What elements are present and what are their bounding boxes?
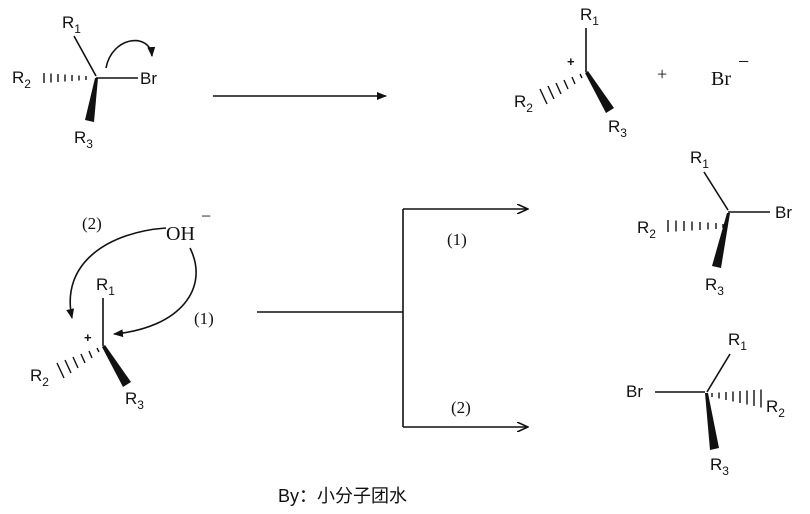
intermediate-r3-label: R3 <box>125 389 144 412</box>
reactant-wedge-bond-r3 <box>85 78 98 122</box>
intermediate-charge: + <box>84 330 92 345</box>
intermediate-r2-label: R2 <box>30 366 49 389</box>
product1-r1-label: R1 <box>690 148 709 171</box>
product-retention: R1 R2 Br R3 <box>637 148 792 298</box>
bromide-ion: Br − <box>711 51 749 90</box>
hydroxide-charge: − <box>201 206 211 226</box>
reactant-bond-r1 <box>73 35 97 77</box>
reactant-r3-label: R3 <box>74 128 93 151</box>
carbocation-intermediate: R1 + R2 R3 <box>30 275 144 412</box>
attack-label-front: (1) <box>194 309 214 328</box>
product2-hashed-bond-r2 <box>711 389 762 408</box>
reactant-hashed-bond-r2 <box>43 73 87 83</box>
reactant-r2-label: R2 <box>12 68 31 91</box>
product1-r3-label: R3 <box>705 275 724 298</box>
nucleophile: OH − <box>166 206 211 245</box>
attack-label-back: (2) <box>82 214 102 233</box>
attack-arrow-front <box>113 247 197 338</box>
product-inversion: R1 Br R2 R3 <box>626 330 785 478</box>
product2-r3-label: R3 <box>710 455 729 478</box>
carbocation-product: R1 + R2 R3 <box>514 5 627 140</box>
product2-bond-r1 <box>706 353 731 393</box>
hydroxide-label: OH <box>166 223 195 245</box>
cation-r2-label: R2 <box>514 92 533 115</box>
reactant-molecule: R1 R2 Br R3 <box>12 13 157 151</box>
electron-push-arrow <box>105 39 156 69</box>
reactant-br-label: Br <box>140 69 157 88</box>
cation-r1-label: R1 <box>580 5 599 28</box>
product2-r2-label: R2 <box>766 397 785 420</box>
product1-r2-label: R2 <box>637 218 656 241</box>
bromide-charge: − <box>738 51 749 73</box>
intermediate-hashed-bond-r2 <box>56 347 100 379</box>
product1-br-label: Br <box>775 203 792 222</box>
intermediate-wedge-bond-r3 <box>102 345 131 387</box>
attack-arrow-back <box>66 227 167 319</box>
path1-label: (1) <box>447 230 467 249</box>
product1-bond-r1 <box>703 171 729 211</box>
product1-wedge-bond-r3 <box>712 213 730 268</box>
plus-sign: + <box>657 64 667 84</box>
reactant-r1-label: R1 <box>62 13 81 36</box>
cation-r3-label: R3 <box>608 117 627 140</box>
product2-r1-label: R1 <box>728 330 747 353</box>
path2-label: (2) <box>451 398 471 417</box>
cation-hashed-bond-r2 <box>539 73 583 105</box>
author-credit: By：小分子团水 <box>278 486 407 506</box>
product1-hashed-bond-r2 <box>667 220 724 232</box>
product2-br-label: Br <box>626 382 643 401</box>
bromide-label: Br <box>711 68 731 90</box>
branch-arrows <box>257 209 527 427</box>
cation-charge: + <box>567 54 575 69</box>
product2-wedge-bond-r3 <box>705 393 719 450</box>
cation-wedge-bond-r3 <box>585 71 614 113</box>
intermediate-r1-label: R1 <box>96 275 115 298</box>
